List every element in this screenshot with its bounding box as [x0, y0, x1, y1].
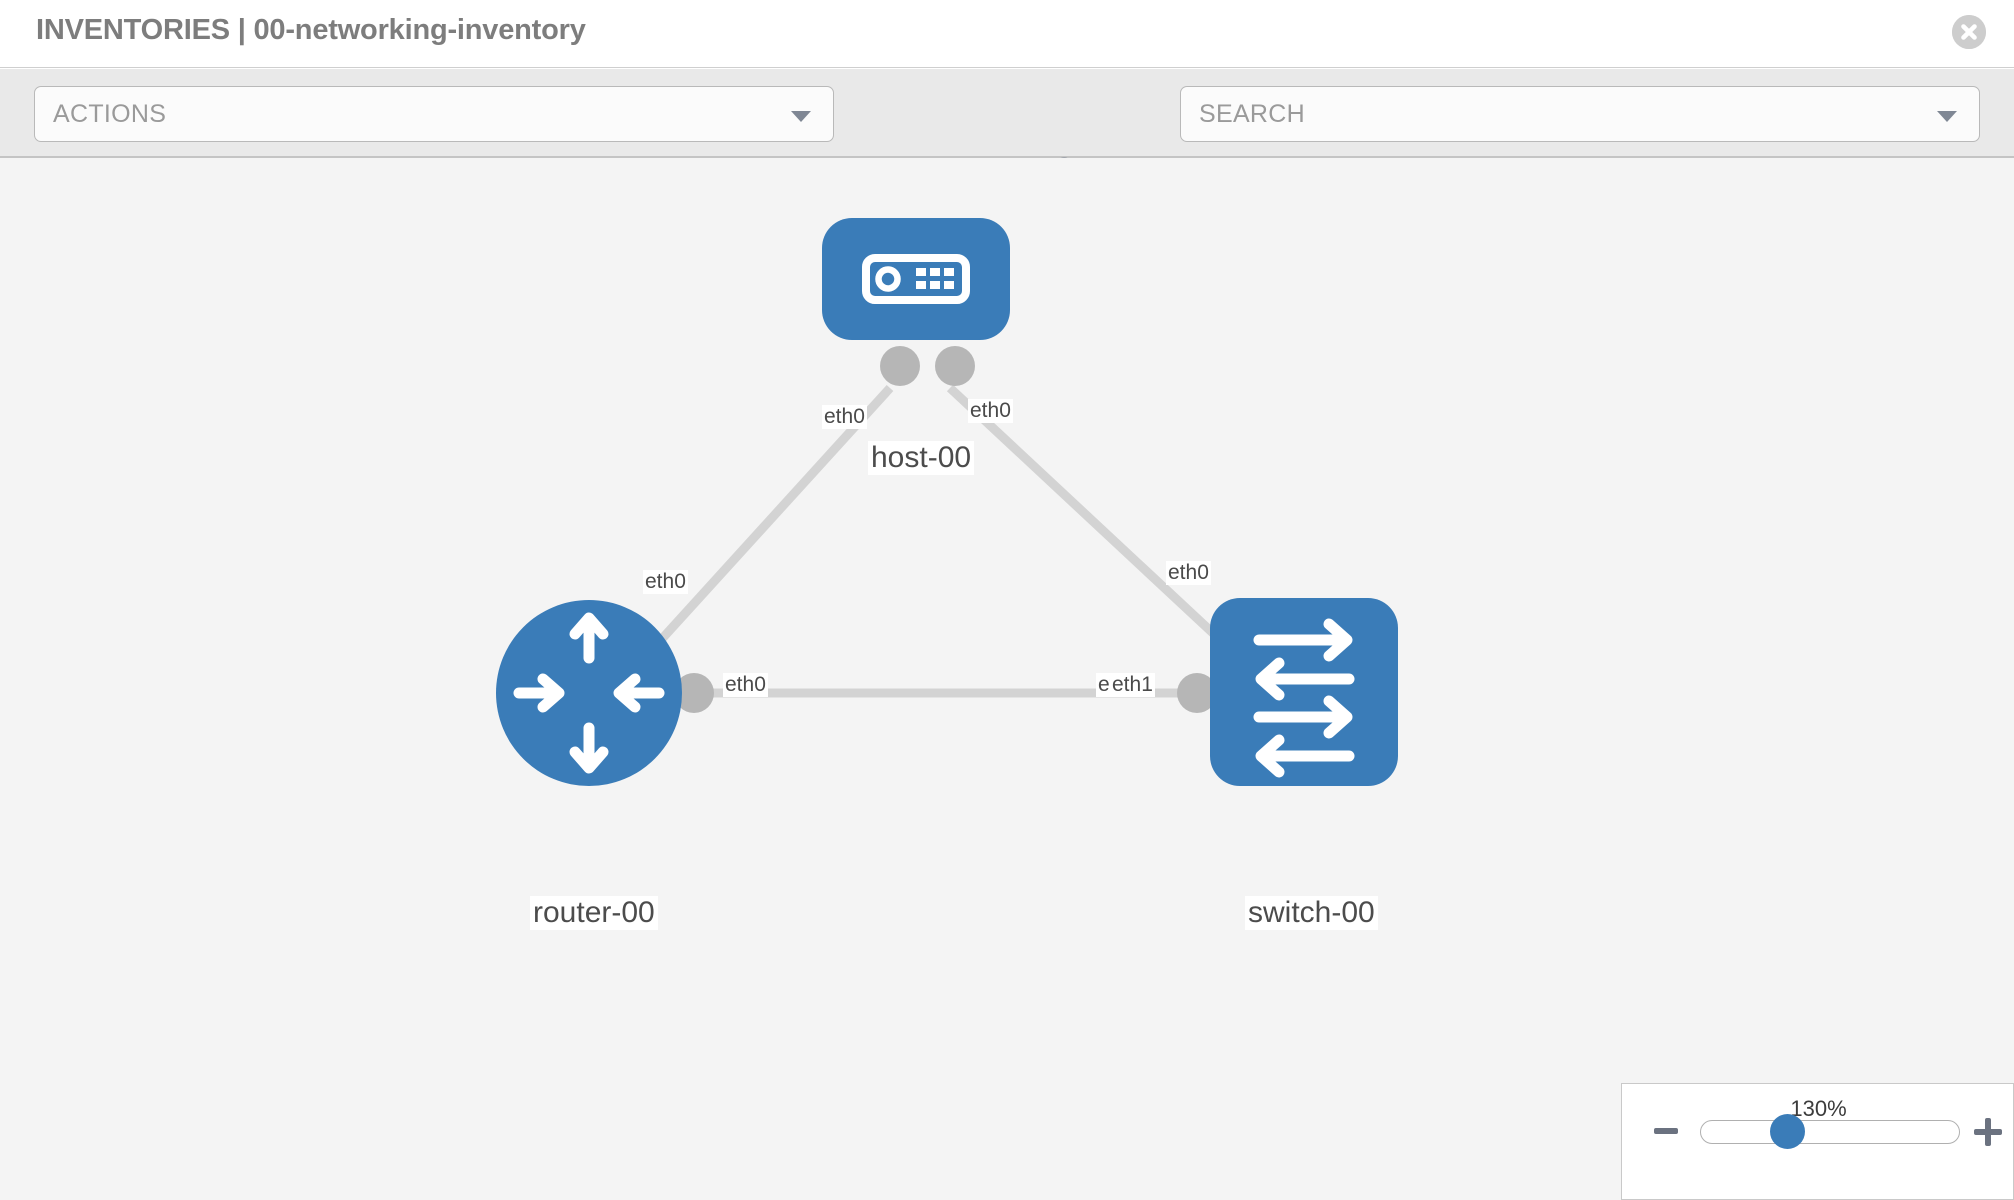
router-four-arrows-icon	[513, 612, 665, 774]
plus-icon[interactable]	[1974, 1118, 2002, 1146]
toolbar: ACTIONS SEARC	[0, 69, 2014, 195]
zoom-control-panel: 130%	[1621, 1083, 2014, 1200]
connector-switch00-left	[1177, 673, 1217, 713]
node-label-host-00: host-00	[868, 441, 975, 475]
actions-dropdown-label: ACTIONS	[53, 100, 167, 128]
switch-swap-arrows-icon	[1253, 618, 1355, 778]
interface-label: eth1	[1110, 673, 1155, 698]
close-icon[interactable]	[1952, 15, 1986, 49]
node-router-00[interactable]	[496, 600, 682, 786]
interface-label: eth0	[1166, 561, 1211, 586]
interface-label: eth0	[822, 405, 867, 430]
chevron-down-icon	[791, 111, 811, 122]
node-host-00[interactable]	[822, 218, 1010, 340]
link-host00-switch00	[946, 384, 1249, 667]
interface-label: eth0	[643, 570, 688, 595]
connector-router00-right	[674, 673, 714, 713]
search-placeholder: SEARCH	[1199, 100, 1305, 128]
actions-dropdown[interactable]: ACTIONS	[34, 86, 834, 142]
connector-host00-left	[880, 346, 920, 386]
interface-label: eth0	[968, 399, 1013, 424]
zoom-slider-track[interactable]	[1700, 1120, 1960, 1144]
minus-icon[interactable]	[1654, 1128, 1678, 1134]
topology-canvas[interactable]: eth0 eth0 eth0 eth0 eth0 eth1 eth0 host-…	[0, 158, 2014, 1200]
link-host00-router00	[636, 384, 894, 667]
chevron-down-icon[interactable]	[1937, 111, 1957, 122]
node-label-switch-00: switch-00	[1245, 896, 1378, 930]
zoom-slider-handle[interactable]	[1770, 1114, 1805, 1149]
server-appliance-icon	[862, 254, 970, 304]
page-header: INVENTORIES | 00-networking-inventory	[0, 0, 2014, 68]
topology-graph	[496, 218, 1398, 786]
zoom-level-value: 130%	[1790, 1096, 1847, 1121]
interface-label: eth0	[723, 673, 768, 698]
node-switch-00[interactable]	[1210, 598, 1398, 786]
topology-links	[636, 384, 1249, 698]
node-label-router-00: router-00	[530, 896, 658, 930]
page-title: INVENTORIES | 00-networking-inventory	[36, 14, 586, 46]
search-input[interactable]: SEARCH	[1180, 86, 1980, 142]
connector-host00-right	[935, 346, 975, 386]
